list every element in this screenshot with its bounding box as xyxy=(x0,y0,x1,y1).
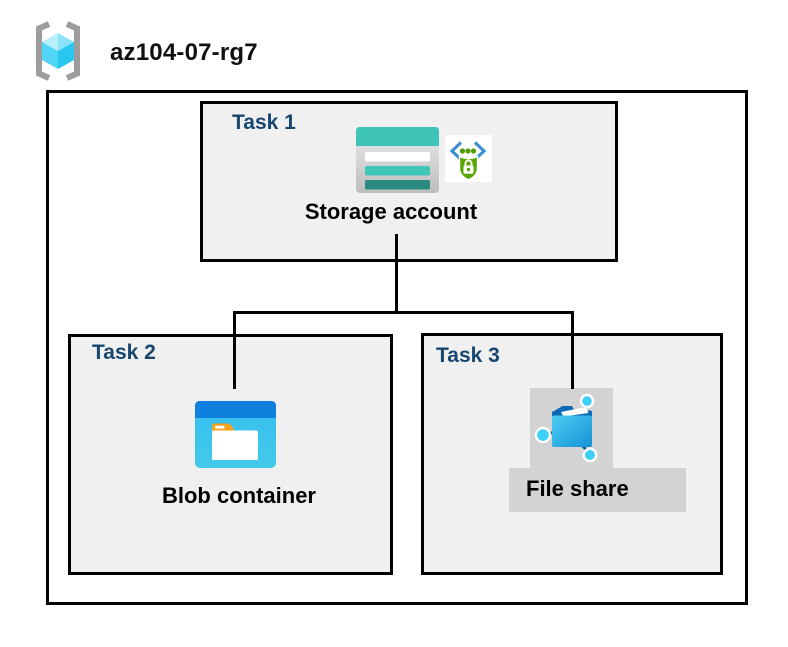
resource-group-header: az104-07-rg7 xyxy=(0,0,788,90)
storage-account-icon xyxy=(356,127,439,193)
blob-container-label: Blob container xyxy=(161,483,316,508)
connector-to-blob-container xyxy=(233,313,236,389)
file-share-icon-background xyxy=(530,388,613,468)
task-1-box: Task 1 xyxy=(200,101,618,262)
task-3-box: Task 3 xyxy=(421,333,723,575)
storage-account-label: Storage account xyxy=(304,199,478,224)
file-share-label: File share xyxy=(526,476,629,501)
blob-container-icon xyxy=(195,401,276,468)
task-1-label: Task 1 xyxy=(232,111,296,134)
task-2-box: Task 2 Blob container xyxy=(68,334,393,575)
secure-access-icon xyxy=(445,135,492,182)
resource-group-name: az104-07-rg7 xyxy=(110,39,258,66)
resource-group-icon xyxy=(36,21,80,81)
connector-storage-stem xyxy=(395,234,398,314)
connector-to-file-share xyxy=(571,313,574,389)
task-2-label: Task 2 xyxy=(92,341,156,364)
file-share-label-band: File share xyxy=(509,468,686,512)
connector-horizontal xyxy=(233,311,574,314)
file-share-icon xyxy=(534,393,598,463)
task-3-label: Task 3 xyxy=(436,344,500,367)
resource-group-box: Task 1 xyxy=(46,90,748,605)
